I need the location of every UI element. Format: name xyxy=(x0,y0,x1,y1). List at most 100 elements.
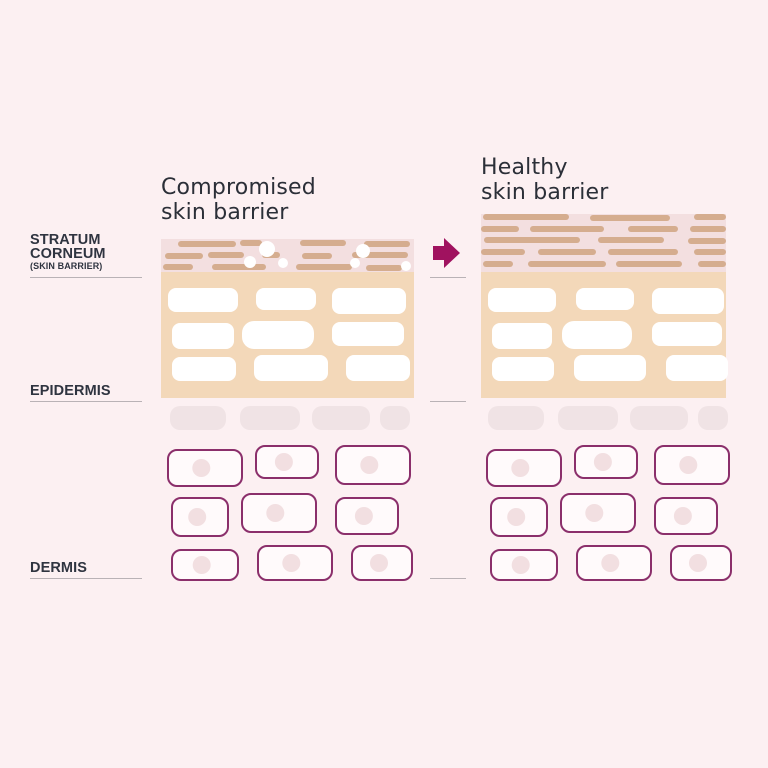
skin-barrier-sublabel: (SKIN BARRIER) xyxy=(30,261,103,271)
corneum-cell xyxy=(163,264,193,270)
epidermis-cell xyxy=(168,288,238,312)
healthy-heading-line2: skin barrier xyxy=(481,180,609,205)
epidermis-cell xyxy=(332,288,406,314)
healthy-fading-cells xyxy=(488,406,728,430)
corneum-cell xyxy=(300,240,346,246)
barrier-gap xyxy=(350,258,360,268)
corneum-cell xyxy=(598,237,664,243)
corneum-cell xyxy=(538,249,596,255)
cell-nucleus xyxy=(282,554,301,572)
cell-nucleus xyxy=(274,453,293,471)
dermis-rule-right xyxy=(430,578,466,579)
cell-nucleus xyxy=(689,554,707,572)
cell-nucleus xyxy=(192,459,211,477)
fading-cell xyxy=(170,406,226,430)
stratum-rule-left xyxy=(30,277,142,278)
corneum-cell xyxy=(240,240,262,246)
cell-nucleus xyxy=(511,556,530,574)
barrier-gap xyxy=(278,258,288,268)
corneum-cell xyxy=(698,261,726,267)
cell-nucleus xyxy=(585,504,604,522)
corneum-cell xyxy=(628,226,678,232)
corneum-cell xyxy=(296,264,352,270)
fading-cell xyxy=(558,406,618,430)
corneum-cell xyxy=(608,249,678,255)
compromised-heading-line1: Compromised xyxy=(161,175,316,200)
cell-nucleus xyxy=(511,459,530,477)
barrier-gap xyxy=(356,244,370,258)
cell-nucleus xyxy=(188,508,207,526)
cell-nucleus xyxy=(679,456,698,474)
dermis-rule-left xyxy=(30,578,142,579)
corneum-cell xyxy=(484,237,580,243)
epidermis-cell xyxy=(242,321,314,349)
cell-nucleus xyxy=(370,554,388,572)
stratum-rule-right xyxy=(430,277,466,278)
compromised-dermis-cells xyxy=(167,445,413,581)
corneum-cell xyxy=(481,226,519,232)
epidermis-cell xyxy=(574,355,646,381)
fading-cell xyxy=(240,406,300,430)
arrow-right-icon xyxy=(433,238,460,268)
corneum-cell xyxy=(528,261,606,267)
fading-cell xyxy=(380,406,410,430)
epidermis-cell xyxy=(172,323,234,349)
epidermis-cell xyxy=(332,322,404,346)
epidermis-cell xyxy=(488,288,556,312)
cell-nucleus xyxy=(266,504,285,522)
stratum-corneum-label: STRATUM CORNEUM (SKIN BARRIER) xyxy=(30,233,106,272)
corneum-cell xyxy=(694,249,726,255)
compromised-fading-cells xyxy=(170,406,410,430)
fading-cell xyxy=(312,406,370,430)
stratum-label-line2: CORNEUM xyxy=(30,246,106,262)
epidermis-cell xyxy=(562,321,632,349)
corneum-cell xyxy=(483,214,569,220)
healthy-epidermis-cells xyxy=(488,288,728,381)
epidermis-rule-left xyxy=(30,401,142,402)
healthy-panel xyxy=(481,214,732,581)
cell-nucleus xyxy=(507,508,526,526)
epidermis-cell xyxy=(254,355,328,381)
cell-nucleus xyxy=(192,556,211,574)
corneum-cell xyxy=(178,241,236,247)
dermis-label: DERMIS xyxy=(30,560,87,576)
epidermis-cell xyxy=(666,355,728,381)
fading-cell xyxy=(630,406,688,430)
cell-nucleus xyxy=(593,453,612,471)
healthy-dermis-cells xyxy=(486,445,732,581)
corneum-cell xyxy=(481,249,525,255)
barrier-gap xyxy=(259,241,275,257)
compromised-heading-line2: skin barrier xyxy=(161,200,289,225)
barrier-gap xyxy=(244,256,256,268)
compromised-panel xyxy=(161,239,414,581)
epidermis-cell xyxy=(492,323,552,349)
epidermis-cell xyxy=(652,322,722,346)
healthy-corneum-cells xyxy=(481,214,726,267)
cell-nucleus xyxy=(601,554,620,572)
stratum-label-line1: STRATUM xyxy=(30,232,101,248)
epidermis-cell xyxy=(492,357,554,381)
cell-nucleus xyxy=(354,507,373,525)
epidermis-rule-right xyxy=(430,401,466,402)
barrier-gap xyxy=(401,261,411,271)
corneum-cell xyxy=(302,253,332,259)
corneum-cell xyxy=(530,226,604,232)
cell-nucleus xyxy=(673,507,692,525)
corneum-cell xyxy=(366,265,402,271)
cell-nucleus xyxy=(360,456,379,474)
corneum-cell xyxy=(165,253,203,259)
corneum-cell xyxy=(690,226,726,232)
corneum-cell xyxy=(590,215,670,221)
epidermis-cell xyxy=(652,288,724,314)
compromised-epidermis-cells xyxy=(168,288,410,381)
healthy-heading-line1: Healthy xyxy=(481,155,568,180)
compromised-heading: Compromised skin barrier xyxy=(161,175,316,225)
corneum-cell xyxy=(208,252,244,258)
fading-cell xyxy=(488,406,544,430)
healthy-heading: Healthy skin barrier xyxy=(481,155,609,205)
epidermis-cell xyxy=(172,357,236,381)
compromised-barrier-gaps xyxy=(244,241,411,271)
corneum-cell xyxy=(483,261,513,267)
corneum-cell xyxy=(688,238,726,244)
